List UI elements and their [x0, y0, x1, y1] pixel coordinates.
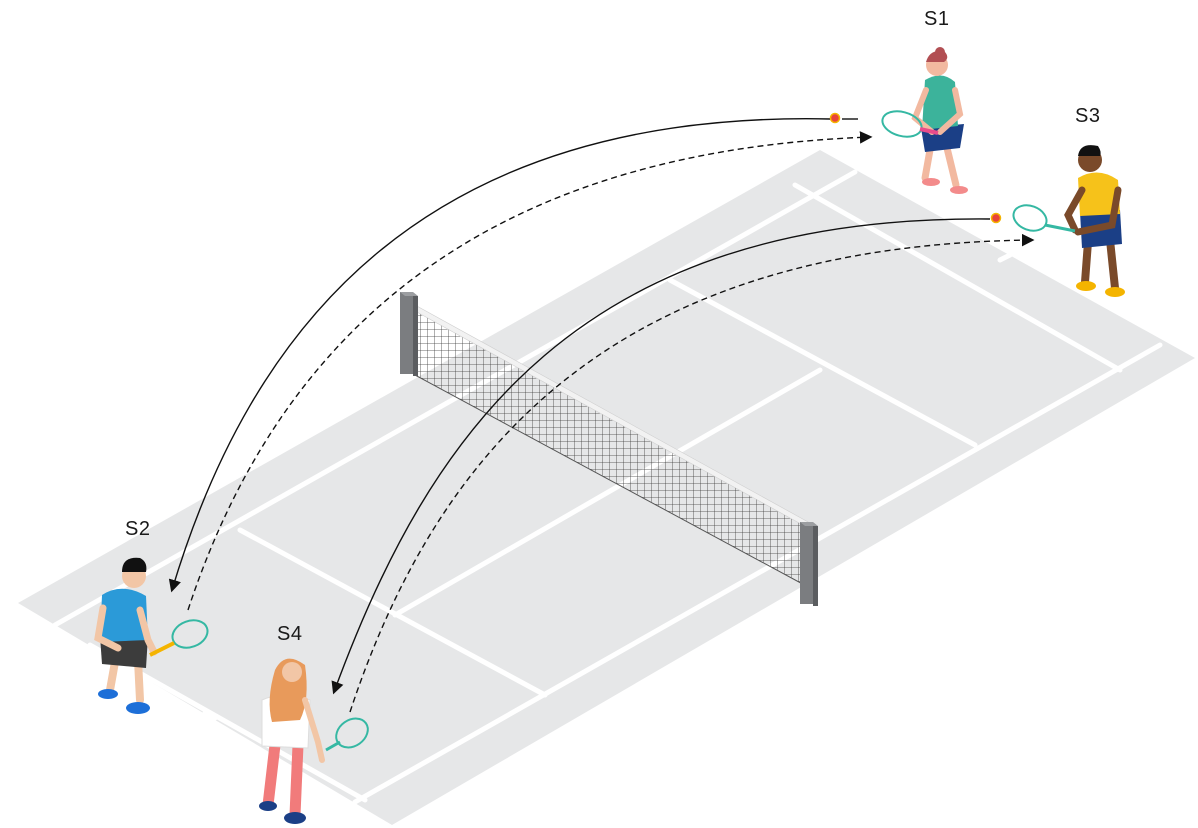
player-s1 [880, 47, 968, 194]
net-post-right [800, 522, 818, 606]
tennis-ball-icon [831, 114, 840, 123]
court-surface [18, 150, 1195, 825]
net-post-left [400, 292, 418, 376]
tennis-ball-icon [992, 214, 1001, 223]
player-label-s4: S4 [277, 623, 302, 646]
player-label-s2: S2 [125, 518, 150, 541]
player-label-s3: S3 [1075, 105, 1100, 128]
tennis-racket-icon [1010, 201, 1075, 235]
player-label-s1: S1 [924, 8, 949, 31]
